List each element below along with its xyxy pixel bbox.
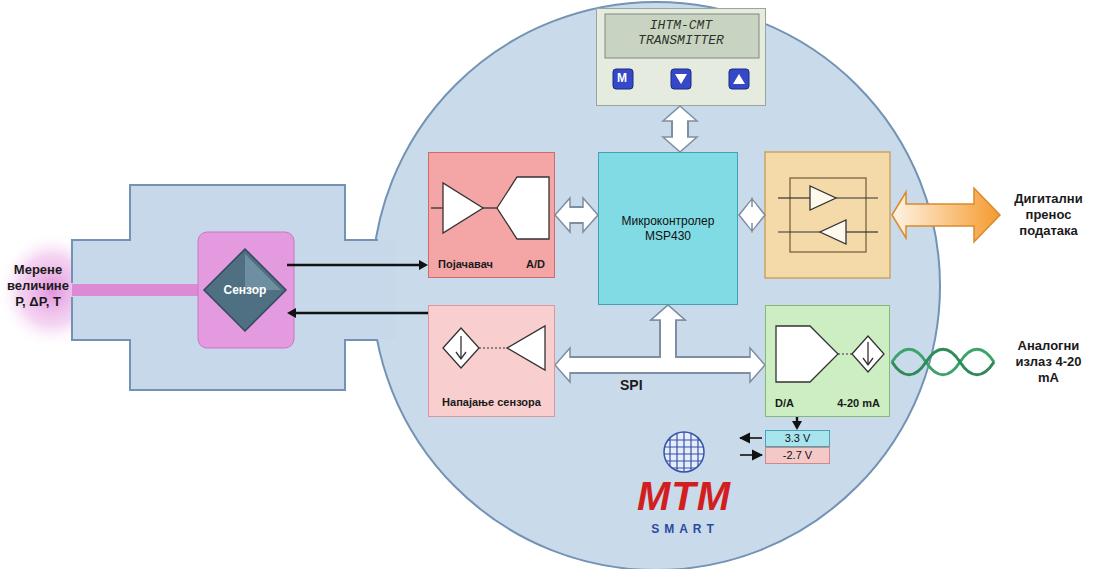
sensor-diamond-text: Сензор <box>224 283 267 297</box>
dac-current-loop-block-text: D/A <box>775 397 794 410</box>
globe-grid <box>664 432 704 472</box>
up-button <box>729 69 749 89</box>
digital-output-label: Дигитални пренос података <box>1004 191 1093 239</box>
signal-connector <box>287 264 420 266</box>
logo-letters: MTM <box>632 474 736 518</box>
lcd-display: IHTM-CMT TRANSMITTER <box>596 8 766 106</box>
diamond-shape <box>204 249 286 331</box>
interface-block <box>765 152 890 278</box>
bus-name: SPI <box>618 377 645 393</box>
connector-outlines <box>570 121 750 365</box>
twisted-pair-wire <box>892 349 994 375</box>
current-arrow <box>863 342 873 365</box>
down-button <box>671 69 691 89</box>
sensor-supply-block-text: Напајање сензора <box>442 396 541 409</box>
current-arrow <box>456 336 466 359</box>
current-source-symbol <box>852 336 884 372</box>
transmitter-housing-circle <box>372 2 940 569</box>
logo-word-box: SMART <box>640 522 730 536</box>
amp-wire <box>431 207 443 208</box>
bus-label-box: SPI <box>618 377 645 393</box>
bus-arrow <box>739 199 765 231</box>
buffer-symbol <box>820 220 846 244</box>
bus-connector-body <box>567 208 586 222</box>
logo-word: SMART <box>640 522 730 536</box>
sensor-supply-block: Напајање сензора <box>428 305 555 417</box>
twisted-pair-wire <box>892 349 994 375</box>
amplifier-adc-block-text: Појачавач <box>438 258 493 271</box>
negative-rail-box: -2.7 V <box>765 447 830 464</box>
sensor-diamond: Сензор <box>203 248 287 332</box>
bus-arrow <box>741 201 763 229</box>
bus-connector-body <box>668 317 753 365</box>
dotted-link <box>479 348 507 349</box>
buffer-wire <box>778 231 820 232</box>
amplifier-adc-block: Појачавач A/D <box>428 152 555 278</box>
dotted-link <box>838 354 852 355</box>
dac-current-loop-block: D/A 4-20 mA <box>765 305 890 417</box>
positive-rail-box-text: 3.3 V <box>785 432 811 445</box>
globe-outline <box>664 432 704 472</box>
digital-output-label-box: Дигитални пренос података <box>1004 191 1093 239</box>
microcontroller-box-text: Микроконтролер MSP430 <box>605 214 731 244</box>
pressure-channel <box>72 284 206 296</box>
adc-symbol <box>497 177 549 239</box>
amplifier-adc-block-text: A/D <box>526 258 545 271</box>
positive-rail-box: 3.3 V <box>765 430 830 447</box>
buffer-frame <box>790 178 866 252</box>
dac-current-loop-block-text: 4-20 mA <box>837 397 880 410</box>
lcd-display-text: IHTM-CMT TRANSMITTER <box>620 18 742 48</box>
signal-connector <box>295 312 428 314</box>
supply-out-arrow <box>740 437 762 439</box>
buffer-wire <box>778 197 810 198</box>
button-caption: M <box>612 68 632 88</box>
bus-connector-body <box>673 118 687 140</box>
housing-fill <box>72 185 395 390</box>
signal-arrowhead <box>287 308 296 318</box>
connector-heads <box>555 106 765 382</box>
negative-rail-box-text: -2.7 V <box>783 449 812 462</box>
amplifier-symbol <box>507 326 545 370</box>
buffer-wire <box>836 197 878 198</box>
microcontroller-box: Микроконтролер MSP430 <box>598 152 738 305</box>
amp-wire <box>483 207 497 208</box>
menu-button <box>613 69 633 89</box>
globe-fill <box>664 432 704 472</box>
analog-output-label: Аналогни излаз 4-20 mA <box>1004 338 1093 386</box>
digital-transfer-arrow <box>892 188 1000 242</box>
housing-neck <box>340 241 396 339</box>
amplifier-symbol <box>443 183 483 233</box>
analog-output-label-box: Аналогни излаз 4-20 mA <box>1004 338 1093 386</box>
signal-arrowhead <box>419 260 428 270</box>
buffer-wire <box>846 231 878 232</box>
logo-globe <box>664 432 704 472</box>
lcd-screen <box>605 14 759 58</box>
bus-connector-body <box>567 317 668 365</box>
down-arrow-icon <box>675 74 687 84</box>
buffer-symbol <box>810 186 836 210</box>
sensor-chamber <box>198 232 294 348</box>
up-arrow-icon <box>733 74 745 84</box>
supply-in-arrow <box>740 454 762 456</box>
signal-arrowhead <box>792 421 802 430</box>
logo-letters-box: MTM <box>632 474 736 518</box>
current-source-symbol <box>443 328 479 368</box>
measured-quantities-box: Мерене величине P, ΔP, T <box>2 262 74 310</box>
button-caption-box: M <box>612 68 632 88</box>
dac-symbol <box>776 326 838 382</box>
measured-quantities: Мерене величине P, ΔP, T <box>2 262 74 310</box>
connector-bodies <box>567 118 753 365</box>
